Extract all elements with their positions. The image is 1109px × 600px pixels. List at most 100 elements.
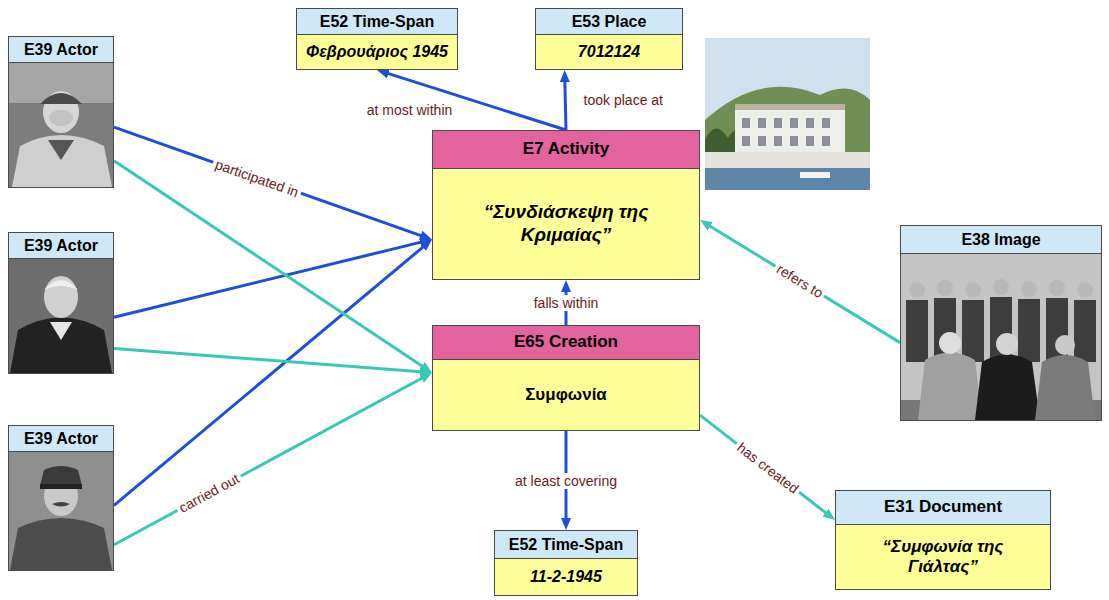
photo-frame	[9, 259, 113, 373]
relation-label: refers to	[771, 259, 828, 303]
instance-value: 7012124	[578, 42, 640, 61]
relation-label: at most within	[364, 102, 456, 118]
relation-label: has created	[731, 437, 803, 498]
class-name: E39 Actor	[24, 40, 98, 59]
portrait-photo	[9, 63, 113, 187]
cap	[40, 93, 82, 104]
class-header: E39 Actor	[9, 233, 113, 259]
class-name: E65 Creation	[514, 332, 618, 352]
head	[1077, 282, 1093, 298]
class-name: E39 Actor	[24, 429, 98, 448]
portrait-photo	[9, 259, 113, 373]
cap	[40, 466, 82, 486]
value-band: 11-2-1945	[495, 559, 637, 595]
head	[1049, 280, 1065, 296]
head	[909, 282, 925, 298]
class-header: E65 Creation	[433, 326, 699, 360]
relation-arrow	[114, 161, 425, 369]
hills	[705, 87, 870, 155]
relation-arrow	[114, 127, 424, 237]
class-name: E7 Activity	[523, 139, 609, 159]
class-name: E38 Image	[961, 230, 1040, 249]
portrait-photo	[9, 452, 113, 570]
class-box: E52 Time-SpanΦεβρουάριος 1945	[296, 8, 458, 70]
class-box: E31 Document “Συμφωνία της Γιάλτας”	[835, 490, 1051, 590]
head	[1055, 335, 1075, 355]
class-header: E52 Time-Span	[297, 9, 457, 35]
head	[965, 282, 981, 298]
value-band: Συμφωνία	[433, 360, 699, 430]
head	[1021, 281, 1037, 297]
class-name: E31 Document	[884, 497, 1002, 517]
photo-frame	[9, 452, 113, 570]
scarf	[48, 140, 74, 160]
relation-arrow	[700, 415, 829, 515]
class-header: E38 Image	[901, 226, 1101, 254]
water	[705, 168, 870, 190]
class-header: E31 Document	[836, 491, 1050, 525]
relation-label: at least covering	[512, 473, 620, 489]
quay-buildings	[705, 152, 870, 168]
relation-arrow	[114, 241, 424, 317]
photo-frame	[901, 254, 1101, 420]
relation-arrow	[565, 78, 566, 130]
palace	[735, 110, 845, 155]
class-name: E53 Place	[572, 12, 647, 31]
place-photo	[705, 38, 870, 190]
class-header: E53 Place	[536, 9, 682, 35]
windows	[742, 118, 830, 146]
moustache	[52, 502, 70, 507]
class-name: E52 Time-Span	[509, 535, 623, 554]
relation-arrow	[707, 224, 900, 342]
coat	[12, 135, 112, 187]
class-header: E7 Activity	[433, 131, 699, 169]
relation-label: took place at	[581, 92, 666, 108]
class-box: E39 Actor	[8, 232, 114, 374]
instance-value: Φεβρουάριος 1945	[306, 42, 448, 61]
value-band: “Συμφωνία της Γιάλτας”	[836, 525, 1050, 589]
value-band: 7012124	[536, 35, 682, 69]
sky	[705, 38, 870, 190]
relation-arrow	[114, 377, 425, 545]
collar	[50, 322, 72, 340]
instance-value: 11-2-1945	[530, 567, 602, 586]
photo-ground	[901, 254, 1101, 420]
conference-photo	[901, 254, 1101, 420]
relation-arrow	[114, 245, 426, 506]
seated-figure	[975, 355, 1040, 421]
photo-ground	[9, 452, 113, 570]
photo-sky	[9, 63, 113, 103]
relation-label: falls within	[531, 295, 602, 311]
standing-figures	[906, 297, 1096, 362]
boat	[800, 172, 830, 178]
relation-label: participated in	[211, 155, 304, 201]
class-header: E52 Time-Span	[495, 531, 637, 559]
photo-ground	[9, 259, 113, 373]
hair	[44, 280, 78, 290]
value-band: Φεβρουάριος 1945	[297, 35, 457, 69]
uniform	[10, 518, 112, 570]
seated-figure	[918, 353, 982, 421]
class-box: E7 Activity “Συνδιάσκεψη της Κριμαίας”	[432, 130, 700, 280]
head	[939, 332, 961, 354]
head	[993, 279, 1009, 295]
photo-ground	[9, 63, 113, 187]
class-header: E39 Actor	[9, 426, 113, 452]
relation-arrow	[114, 348, 424, 372]
instance-value: “Συνδιάσκεψη της Κριμαίας”	[471, 201, 661, 247]
head	[937, 280, 953, 296]
instance-value: “Συμφωνία της Γιάλτας”	[873, 537, 1013, 578]
seated-figure	[1035, 355, 1095, 420]
class-name: E39 Actor	[24, 236, 98, 255]
value-band: “Συνδιάσκεψη της Κριμαίας”	[433, 169, 699, 279]
instance-value: Συμφωνία	[525, 385, 607, 405]
class-box: E65 CreationΣυμφωνία	[432, 325, 700, 431]
relation-label: carried out	[174, 469, 245, 517]
class-box: E39 Actor	[8, 36, 114, 188]
class-box: E53 Place 7012124	[535, 8, 683, 70]
head	[44, 276, 78, 318]
class-box: E38 Image	[900, 225, 1102, 421]
class-name: E52 Time-Span	[320, 12, 434, 31]
